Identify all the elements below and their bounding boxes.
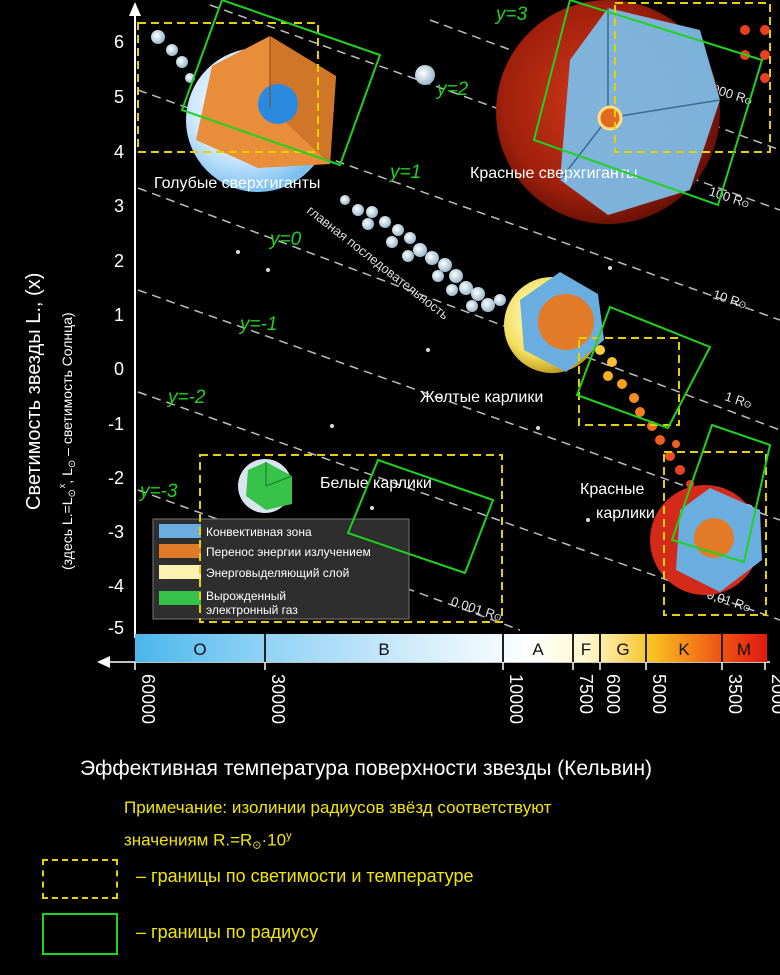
y-axis-ticks: 6 5 4 3 2 1 0 -1 -2 -3 -4 -5 <box>108 32 124 638</box>
svg-text:Светимость звезды L., (x): Светимость звезды L., (x) <box>23 273 45 510</box>
radius-label-10: 10 Rʘ <box>711 287 748 312</box>
y-tick: 1 <box>114 305 124 325</box>
temperature-luminosity-boundaries <box>137 2 771 623</box>
x-axis-ticks: 60000 30000 10000 7500 6000 5000 3500 20… <box>138 674 780 724</box>
y-tick: -5 <box>108 618 124 638</box>
y-axis-subtitle: (здесь L.=L⊙⊙x, L⊙ – светимость Солнца) <box>57 312 78 570</box>
legend-swatch-degenerate <box>159 591 201 605</box>
radius-boundary-yellow <box>575 305 712 430</box>
y-isoline-labels: y=3 y=2 y=1 y=0 y=-1 y=-2 y=-3 <box>138 4 528 502</box>
structure-legend: Конвективная зона Перенос энергии излуче… <box>152 518 410 620</box>
label-red-dwarfs-1: Красные <box>580 481 644 498</box>
radius-boundary-blue <box>180 0 382 167</box>
x-axis-arrow <box>97 656 110 668</box>
legend-solid-box <box>42 913 118 955</box>
radius-boundary-reddwarf <box>670 423 772 564</box>
label-yellow-dwarfs: Желтые карлики <box>420 389 543 406</box>
main-sequence-stars <box>151 30 506 312</box>
legend-label-degenerate-1: Вырожденный <box>206 589 286 603</box>
label-red-supergiants: Красные сверхгиганты <box>470 165 638 182</box>
white-dwarf-star <box>238 459 293 513</box>
y-tick: -3 <box>108 522 124 542</box>
radius-label-1: 1 Rʘ <box>723 389 754 412</box>
x-tick: 3500 <box>725 674 745 714</box>
y-tick: 4 <box>114 142 124 162</box>
class-K: K <box>678 640 690 659</box>
boundary-white-dwarfs <box>199 454 503 623</box>
y-label-2: y=2 <box>435 79 469 100</box>
legend-swatch-convective <box>159 524 201 538</box>
x-tick: 5000 <box>649 674 669 714</box>
y-label-m2: y=-2 <box>166 387 206 408</box>
x-tick: 60000 <box>138 674 158 724</box>
class-M: M <box>737 640 751 659</box>
y-tick: 6 <box>114 32 124 52</box>
radius-label-100: 100 Rʘ <box>707 184 751 211</box>
legend-solid-label: – границы по радиусу <box>136 922 318 942</box>
legend-label-degenerate-2: электронный газ <box>206 603 298 617</box>
y-label-m1: y=-1 <box>238 314 278 335</box>
class-B: B <box>378 640 389 659</box>
y-label-m3: y=-3 <box>138 481 178 502</box>
y-label-0: y=0 <box>268 229 302 250</box>
label-white-dwarfs: Белые карлики <box>320 475 432 492</box>
radius-boundaries <box>180 0 772 575</box>
blue-supergiant-star <box>186 36 336 192</box>
y-tick: 3 <box>114 196 124 216</box>
spectral-class-bar: O B A F G K M <box>97 634 770 670</box>
legend-label-energy: Энерговыделяющий слой <box>206 566 349 580</box>
y-axis-arrow <box>129 2 141 16</box>
class-G: G <box>616 640 629 659</box>
boundary-red-supergiants <box>614 2 771 153</box>
radius-boundary-white <box>346 458 495 575</box>
boundary-yellow-dwarfs <box>578 337 680 426</box>
y-tick: -4 <box>108 576 124 596</box>
note-line-1: Примечание: изолинии радиусов звёзд соот… <box>124 798 552 817</box>
class-F: F <box>581 640 591 659</box>
class-A: A <box>532 640 544 659</box>
radius-label-0-001: 0.001 Rʘ <box>449 594 504 625</box>
legend-dashed-box <box>42 859 118 899</box>
legend-swatch-energy <box>159 565 201 579</box>
red-supergiant-star <box>496 0 721 224</box>
y-tick: 2 <box>114 251 124 271</box>
red-dwarf-star <box>650 485 762 595</box>
group-labels: Голубые сверхгиганты Красные сверхгигант… <box>154 165 655 522</box>
y-label-1: y=1 <box>388 162 421 183</box>
y-tick: -2 <box>108 468 124 488</box>
boundary-red-dwarfs <box>663 451 767 616</box>
legend-label-convective: Конвективная зона <box>206 525 312 539</box>
x-axis-title: Эффективная температура поверхности звез… <box>80 757 653 780</box>
legend-dashed-label: – границы по светимости и температуре <box>136 866 474 886</box>
y-label-3: y=3 <box>494 4 528 25</box>
label-red-dwarfs-2: карлики <box>596 505 655 522</box>
x-tick: 10000 <box>506 674 526 724</box>
x-tick: 7500 <box>576 674 596 714</box>
y-tick: 0 <box>114 359 124 379</box>
y-tick: -1 <box>108 414 124 434</box>
label-blue-supergiants: Голубые сверхгиганты <box>154 175 320 192</box>
x-tick: 6000 <box>603 674 623 714</box>
legend-swatch-radiative <box>159 544 201 558</box>
class-O: O <box>193 640 206 659</box>
note-line-2: значениям R.=R⊙·10y <box>124 830 292 852</box>
y-axis-title: Светимость звезды L., (x) <box>23 273 45 510</box>
white-dwarf-dots <box>236 250 612 522</box>
boundary-blue-supergiants <box>137 22 319 153</box>
svg-text:(здесь L.=L⊙⊙x, L⊙ – светимост: (здесь L.=L⊙⊙x, L⊙ – светимость Солнца) <box>57 312 78 570</box>
x-tick: 30000 <box>268 674 288 724</box>
legend-label-radiative: Перенос энергии излучением <box>206 545 371 559</box>
y-tick: 5 <box>114 87 124 107</box>
yellow-dwarf-star <box>504 272 604 373</box>
x-tick: 2000 <box>768 674 780 714</box>
radius-boundary-red <box>532 0 764 207</box>
